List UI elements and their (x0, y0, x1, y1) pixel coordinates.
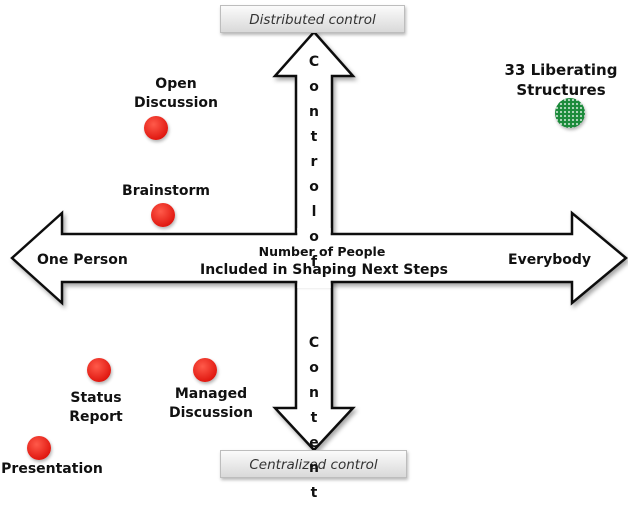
axis-center-line2: Included in Shaping Next Steps (200, 262, 448, 278)
open-discussion-dot (144, 116, 168, 140)
vertical-label-letter: e (309, 435, 319, 451)
managed-discussion-dot (193, 358, 217, 382)
one-person-label: One Person (37, 252, 128, 268)
open-discussion-label: Open Discussion (126, 75, 226, 113)
liberating-structures-label: 33 Liberating Structures (503, 60, 619, 100)
vertical-label-letter: r (310, 154, 318, 170)
vertical-label-letter: o (309, 229, 319, 245)
managed-discussion-label: Managed Discussion (156, 385, 266, 423)
liberating-structures-line2: Structures (516, 81, 606, 99)
axis-center-title: Number of People Included in Shaping Nex… (200, 243, 448, 280)
vertical-label-letter: n (309, 385, 319, 401)
brainstorm-dot (151, 203, 175, 227)
brainstorm-label: Brainstorm (116, 182, 216, 201)
axis-center-line1: Number of People (258, 244, 386, 259)
open-discussion-line2: Discussion (133, 95, 219, 111)
centralized-control-box: Centralized control (220, 450, 407, 478)
status-report-line2: Report (69, 409, 123, 425)
vertical-label-letter: t (310, 485, 318, 501)
vertical-label-letter: f (310, 254, 318, 270)
vertical-label-letter: C (308, 335, 320, 351)
vertical-label-letter: l (311, 204, 317, 220)
vertical-label-letter: C (308, 54, 320, 70)
status-report-line1: Status (70, 390, 122, 406)
status-report-label: Status Report (46, 389, 146, 427)
vertical-label-letter: n (309, 104, 319, 120)
control-diagram: Distributed control Centralized control … (0, 5, 628, 501)
vertical-label-letter: o (309, 360, 319, 376)
managed-discussion-line1: Managed (174, 386, 248, 402)
liberating-structures-line1: 33 Liberating (504, 61, 618, 79)
presentation-dot (27, 436, 51, 460)
presentation-line1: Presentation (1, 461, 103, 477)
vertical-label-letter: n (309, 460, 319, 476)
open-discussion-line1: Open (155, 76, 197, 92)
centralized-control-text: Centralized control (249, 457, 378, 473)
vertical-label-letter: t (310, 410, 318, 426)
vertical-label-letter: o (309, 79, 319, 95)
status-report-dot (87, 358, 111, 382)
brainstorm-line1: Brainstorm (122, 183, 210, 199)
liberating-structures-dot (555, 98, 585, 128)
presentation-label: Presentation (0, 460, 104, 479)
everybody-label: Everybody (508, 252, 592, 268)
distributed-control-text: Distributed control (249, 12, 376, 28)
arrows-svg (10, 30, 628, 452)
vertical-label-letter: t (310, 129, 318, 145)
intersection-cover (297, 228, 331, 288)
vertical-label-gap (294, 275, 334, 331)
vertical-label-letter: o (309, 179, 319, 195)
managed-discussion-line2: Discussion (168, 405, 254, 421)
distributed-control-box: Distributed control (220, 5, 405, 33)
